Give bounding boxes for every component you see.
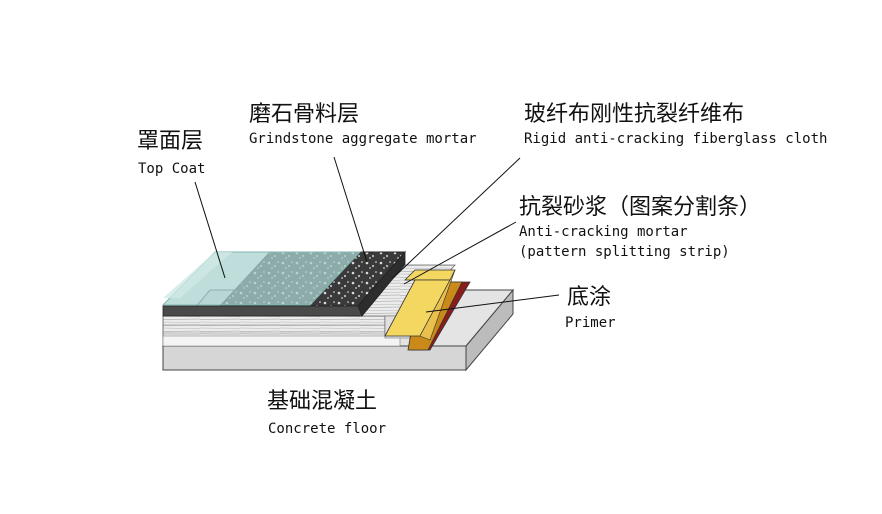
label-fiberglass-zh: 玻纤布刚性抗裂纤维布 xyxy=(524,102,745,127)
label-anti-crack-en-2: (pattern splitting strip) xyxy=(519,244,730,260)
label-anti-crack-en-1: Anti-cracking mortar xyxy=(519,224,688,240)
label-concrete-zh: 基础混凝土 xyxy=(267,389,378,414)
label-top-coat-en: Top Coat xyxy=(138,161,206,177)
leader-lines xyxy=(194,156,560,313)
label-primer-zh: 底涂 xyxy=(567,285,612,310)
layer-stack-front xyxy=(162,315,401,347)
splitting-strips xyxy=(384,269,471,351)
label-primer-en: Primer xyxy=(565,315,616,331)
label-grindstone-zh: 磨石骨料层 xyxy=(249,102,360,127)
label-top-coat-zh: 罩面层 xyxy=(137,129,204,154)
label-fiberglass-en: Rigid anti-cracking fiberglass cloth xyxy=(524,131,828,147)
label-concrete-en: Concrete floor xyxy=(268,421,387,437)
label-anti-crack-zh: 抗裂砂浆（图案分割条） xyxy=(519,195,762,220)
top-coat-layer xyxy=(161,251,362,306)
label-grindstone-en: Grindstone aggregate mortar xyxy=(249,131,477,147)
